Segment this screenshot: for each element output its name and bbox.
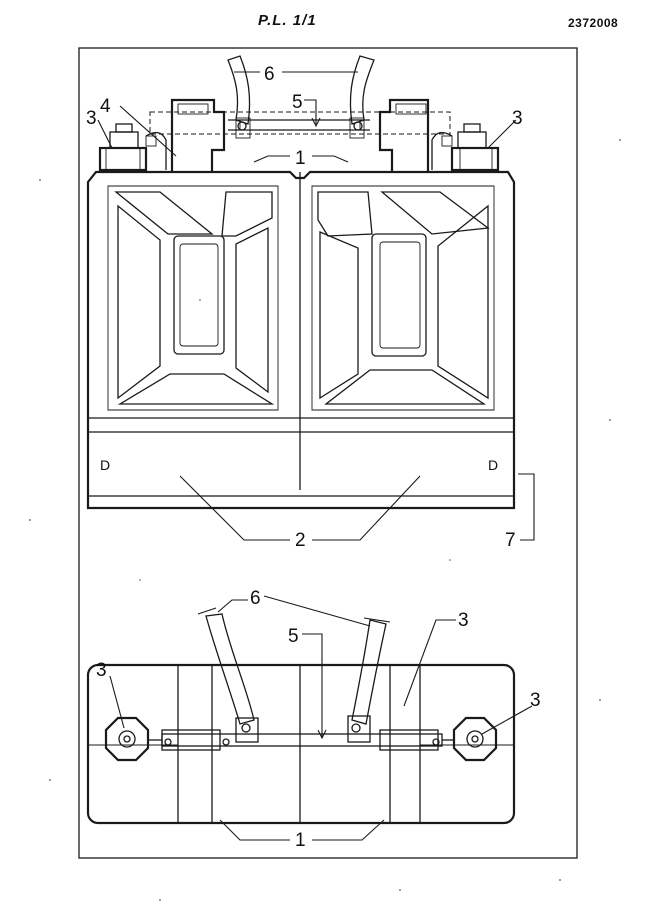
ref-1-bottom: 1 [295, 830, 306, 851]
leader-lines-bottom [109, 595, 533, 841]
sheet-label: P.L. 1/1 [258, 12, 317, 29]
right-neck [378, 98, 430, 172]
can-pair-body [86, 170, 516, 510]
leader-lines-top [97, 71, 535, 541]
left-neck [170, 98, 226, 172]
ref-7-top: 7 [505, 530, 516, 551]
ref-3-bottom-mid: 3 [458, 610, 469, 631]
ref-3-bottom-left: 3 [96, 660, 107, 681]
ref-5-bottom: 5 [288, 626, 299, 647]
right-handle-plan [351, 619, 387, 725]
left-can-emboss [107, 185, 279, 411]
figure-front-view: D D 6 5 4 3 3 1 [86, 55, 535, 551]
carry-bar-hidden [149, 111, 451, 135]
ref-6-top: 6 [264, 64, 275, 85]
left-side-mark: D [100, 457, 110, 473]
right-can-emboss [311, 185, 495, 411]
ref-3-top-right: 3 [512, 108, 523, 129]
ref-6-bottom: 6 [250, 588, 261, 609]
ref-3-top-left: 3 [86, 108, 97, 129]
can-pair-plan [86, 663, 516, 825]
ref-2-top: 2 [295, 530, 306, 551]
left-handle [227, 55, 251, 125]
left-cap [98, 123, 167, 172]
document-number: 2372008 [568, 16, 619, 30]
drawing-frame [78, 47, 578, 859]
left-cap-plan [104, 716, 150, 762]
right-side-mark: D [488, 457, 498, 473]
right-cap-plan [452, 716, 498, 762]
right-cap [431, 123, 500, 172]
carry-bar-plan [161, 733, 443, 747]
left-handle-plan [205, 613, 255, 725]
ref-3-bottom-right: 3 [530, 690, 541, 711]
right-handle [349, 55, 375, 125]
ref-5-top: 5 [292, 92, 303, 113]
scan-noise [29, 139, 621, 901]
ref-1-top: 1 [295, 148, 306, 169]
figure-top-view: 6 5 3 3 3 1 [86, 588, 541, 851]
ref-4-top: 4 [100, 96, 111, 117]
